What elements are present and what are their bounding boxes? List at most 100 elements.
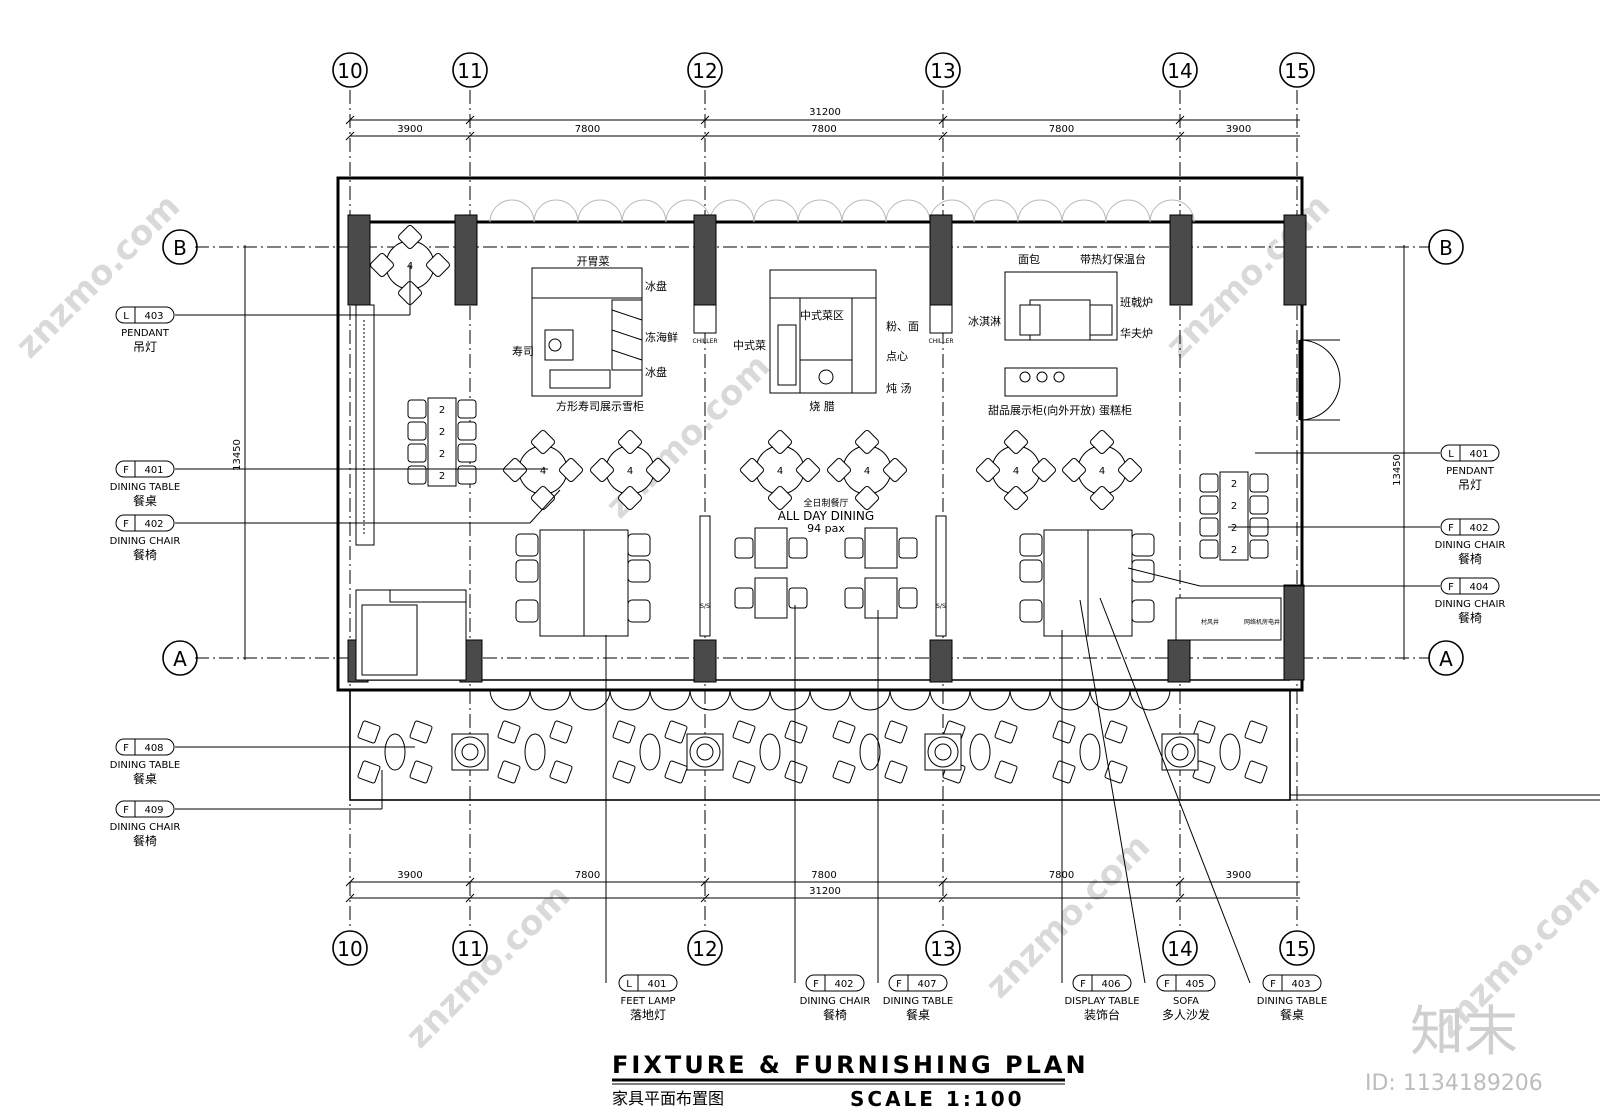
label-icecream: 冰淇淋	[968, 315, 1001, 328]
screen-partition: S/S	[699, 515, 711, 637]
grid-column-label: 11	[457, 937, 482, 961]
label-waffle: 华夫炉	[1120, 326, 1153, 340]
callout-en: DINING CHAIR	[110, 536, 181, 547]
zone-label-cn: 全日制餐厅	[803, 497, 848, 509]
callout-cn: 多人沙发	[1162, 1007, 1210, 1022]
callout-type: F	[123, 465, 129, 476]
callout-code: 405	[1185, 979, 1204, 990]
callout-en: DINING TABLE	[883, 996, 953, 1007]
callout-code: 409	[144, 805, 163, 816]
callout-type: F	[123, 805, 129, 816]
square-two-top	[734, 527, 808, 569]
grid-column-label: 14	[1167, 937, 1192, 961]
callout-code: 402	[1469, 523, 1488, 534]
span-dimension: 7800	[1049, 124, 1074, 135]
seat-count: 2	[1231, 501, 1237, 512]
row-label-a-left: A	[173, 647, 187, 671]
callout-cn: 餐椅	[1458, 551, 1482, 566]
span-dimension: 7800	[811, 124, 836, 135]
terrace-table	[1192, 720, 1268, 784]
seat-count: 2	[1231, 479, 1237, 490]
callout-cn: 餐桌	[133, 771, 157, 786]
label-sushi-cabinet: 方形寿司展示雪柜	[556, 399, 644, 413]
callout-type: F	[896, 979, 902, 990]
room-label-network: 网络机房电井	[1244, 618, 1280, 626]
terrace-table	[497, 720, 573, 784]
round-four-top: 4	[740, 430, 820, 510]
title-block: FIXTURE & FURNISHING PLAN 家具平面布置图 SCALE …	[612, 1051, 1086, 1111]
callout-en: DINING CHAIR	[800, 996, 871, 1007]
label-bread: 面包	[1018, 253, 1040, 266]
callout-code: 408	[144, 743, 163, 754]
span-dimension: 3900	[397, 870, 422, 881]
dim-height-right: 13450	[1392, 454, 1403, 486]
callout-type: F	[1164, 979, 1170, 990]
label-dessert: 甜品展示柜(向外开放) 蛋糕柜	[988, 403, 1132, 417]
callout-en: DINING CHAIR	[110, 822, 181, 833]
terrace-table	[1052, 720, 1128, 784]
round-four-top: 4	[1062, 430, 1142, 510]
callout-en: DINING CHAIR	[1435, 599, 1506, 610]
plan-subtitle: 家具平面布置图	[612, 1089, 724, 1108]
span-dimension: 7800	[811, 870, 836, 881]
zone-label: 全日制餐厅 ALL DAY DINING 94 pax	[778, 497, 874, 535]
seat-count: 2	[439, 405, 445, 416]
grid-column-label: 14	[1167, 59, 1192, 83]
callout-cn: 餐椅	[133, 833, 157, 848]
building-outline	[336, 176, 1600, 801]
round-four-top: 4	[590, 430, 670, 510]
planter	[451, 733, 489, 771]
row-label-b-left: B	[173, 236, 187, 260]
label-chinese-zone: 中式菜区	[800, 309, 844, 322]
grid-column-label: 13	[930, 937, 955, 961]
planter	[686, 733, 724, 771]
row-label-b-right: B	[1439, 236, 1453, 260]
seat-count: 2	[439, 427, 445, 438]
label-grill: 班戟炉	[1120, 296, 1153, 309]
callout-cn: 餐桌	[133, 493, 157, 508]
chinese-station: 中式菜区 粉、面 中式菜 点心 烧 腊 炖 汤	[733, 269, 919, 413]
callout-type: F	[1448, 582, 1454, 593]
callout-type: F	[123, 519, 129, 530]
callout-en: SOFA	[1173, 996, 1199, 1007]
callout-en: PENDANT	[121, 328, 170, 339]
branding: 知末 ID: 1134189206	[1365, 1000, 1543, 1096]
sushi-station: 开胃菜 冰盘 冻海鲜 冰盘 寿司 方形寿司展示雪柜	[512, 255, 678, 413]
terrace-table	[732, 720, 808, 784]
dim-height-left: 13450	[232, 439, 243, 471]
label-sushi: 寿司	[512, 344, 534, 358]
terrace-table	[612, 720, 688, 784]
span-dimension: 7800	[575, 870, 600, 881]
seat-count: 2	[1231, 545, 1237, 556]
span-dimension: 7800	[575, 124, 600, 135]
room-label-shaft: 村风井	[1201, 618, 1219, 626]
callout-code: 406	[1101, 979, 1120, 990]
callout-type: F	[1448, 523, 1454, 534]
label-appetizer: 开胃菜	[577, 255, 610, 268]
callout-en: DINING TABLE	[1257, 996, 1327, 1007]
label-soup: 炖 汤	[886, 381, 912, 395]
watermark: znzmo.com	[8, 186, 188, 366]
callout-code: 403	[1291, 979, 1310, 990]
dessert-station: 面包 带热灯保温台 冰淇淋 班戟炉 华夫炉 甜品展示柜(向外开放) 蛋糕柜	[968, 252, 1153, 417]
callout-cn: 餐桌	[1280, 1007, 1304, 1022]
label-chinese: 中式菜	[733, 339, 766, 352]
callout-type: F	[1080, 979, 1086, 990]
label-ice-2: 冰盘	[645, 365, 667, 379]
callout-cn: 餐椅	[823, 1007, 847, 1022]
dimension-bottom: 31200	[350, 881, 1300, 899]
seat-count: 4	[540, 466, 546, 477]
seat-count: 4	[627, 466, 633, 477]
screen-partition: S/S	[935, 515, 947, 637]
chiller-label-2: CHILLER	[928, 338, 953, 345]
